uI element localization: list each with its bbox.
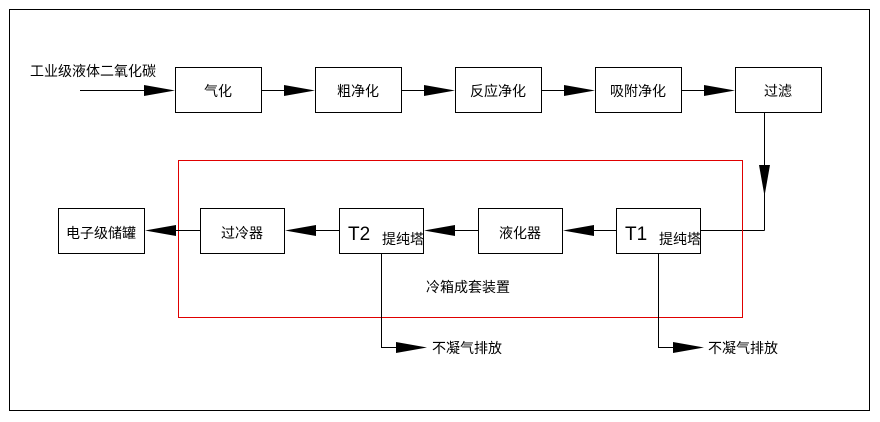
cold-box-frame: [178, 160, 743, 318]
arrow-reaction-adsorption-head: [564, 85, 595, 96]
t2-tower-box: [339, 208, 424, 254]
arrow-liquefier-t2-head: [424, 225, 455, 236]
rough-purify-label: 粗净化: [337, 84, 379, 100]
reaction-purify-label: 反应净化: [470, 83, 526, 100]
t1-vent-arrowhead: [673, 342, 704, 353]
t2-vent-arrowhead: [396, 342, 427, 353]
t1-name: 提纯塔: [659, 232, 701, 248]
rough-purify-box: [315, 67, 402, 113]
cold-box-label: 冷箱成套装置: [426, 280, 510, 296]
t1-vent-line: [658, 253, 677, 348]
t2-tag: T2: [348, 224, 370, 245]
liquefier-box: [478, 208, 563, 254]
t2-vent-label: 不凝气排放: [432, 341, 502, 357]
subcooler-box: [200, 208, 285, 254]
t1-vent-label: 不凝气排放: [708, 341, 778, 357]
arrow-gasify-rough-head: [284, 85, 315, 96]
diagram-frame: [9, 9, 870, 411]
arrow-rough-reaction-head: [424, 85, 455, 96]
electronic-tank-box: [58, 208, 145, 254]
arrow-subcooler-tank-head: [145, 225, 176, 236]
t2-name: 提纯塔: [382, 232, 424, 248]
t1-tag: T1: [625, 224, 647, 245]
arrow-t1-liquefier-head: [563, 225, 594, 236]
gasify-box: [175, 67, 262, 113]
arrow-t2-subcooler-head: [285, 225, 316, 236]
electronic-tank-label: 电子级储罐: [66, 226, 136, 242]
gasify-label: 气化: [204, 84, 232, 100]
t2-vent-line: [381, 253, 400, 348]
subcooler-label: 过冷器: [221, 226, 263, 242]
adsorption-purify-box: [595, 67, 682, 113]
input-arrowhead: [144, 85, 175, 96]
filter-label: 过滤: [764, 84, 792, 100]
input-label: 工业级液体二氧化碳: [30, 64, 156, 80]
filter-down-arrowhead: [759, 165, 770, 196]
filter-box: [735, 67, 822, 113]
adsorption-purify-label: 吸附净化: [610, 84, 666, 100]
liquefier-label: 液化器: [499, 226, 541, 242]
arrow-adsorption-filter-head: [704, 85, 735, 96]
t1-tower-box: [616, 208, 701, 254]
